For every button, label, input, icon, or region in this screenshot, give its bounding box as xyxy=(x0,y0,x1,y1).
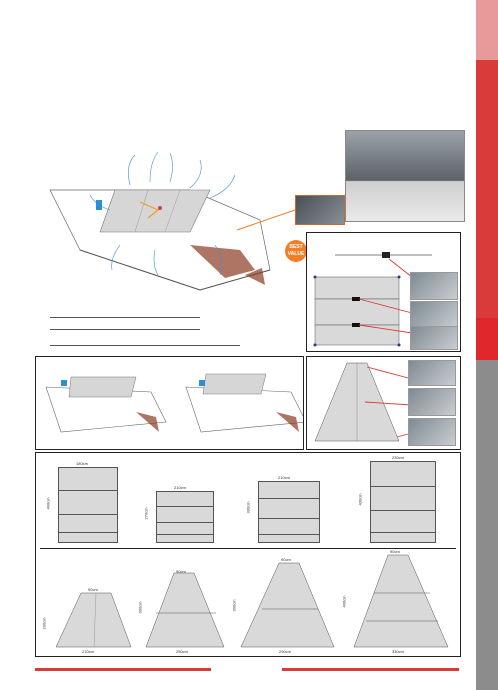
elevation-drawings xyxy=(45,373,307,433)
tapered-panel-diagram xyxy=(314,362,413,442)
bimini-size-4 xyxy=(370,461,436,543)
clip-photo-1 xyxy=(408,360,456,386)
zip-photo-3 xyxy=(410,326,458,350)
bimini-height-4: 400cm xyxy=(357,493,363,506)
footer-rule-left xyxy=(35,668,211,671)
boat-illustration xyxy=(49,151,271,291)
bimini-width-4: 230cm xyxy=(392,455,405,460)
chart-divider xyxy=(40,548,456,549)
boat-photo xyxy=(345,130,465,222)
detail-photo xyxy=(295,195,345,225)
bimini-width-1: 180cm xyxy=(76,461,89,466)
trap-height-3: 300cm xyxy=(231,599,237,612)
clip-photo-2 xyxy=(408,388,456,416)
clip-photo-3 xyxy=(408,418,456,446)
trap-top-3: 90cm xyxy=(281,557,291,562)
trap-bottom-4: 330cm xyxy=(392,649,405,654)
trap-top-1: 90cm xyxy=(88,587,98,592)
side-grey-strip xyxy=(476,360,498,690)
bimini-size-3 xyxy=(258,481,320,543)
trap-height-1: 200cm xyxy=(41,617,47,630)
trap-bottom-1: 210cm xyxy=(82,649,95,654)
bimini-height-3: 300cm xyxy=(245,501,251,514)
trap-height-2: 300cm xyxy=(137,601,143,614)
bimini-height-1: 400cm xyxy=(45,497,51,510)
trap-bottom-2: 250cm xyxy=(176,649,189,654)
trap-top-4: 90cm xyxy=(390,549,400,554)
badge-line2: VALUE xyxy=(287,251,305,257)
footer-rule-right xyxy=(282,668,459,671)
spec-table-2 xyxy=(50,334,240,346)
detail-connector xyxy=(236,209,296,231)
side-color-strip-top xyxy=(476,0,498,60)
tapered-size-drawings xyxy=(55,554,449,648)
elevation-panel xyxy=(35,356,307,450)
trap-top-2: 90cm xyxy=(176,569,186,574)
spec-table-1 xyxy=(50,306,200,330)
bimini-size-1 xyxy=(58,467,118,543)
zip-photo-1 xyxy=(410,272,458,300)
side-color-strip xyxy=(476,0,498,330)
trap-height-4: 400cm xyxy=(341,595,347,608)
zip-photo-2 xyxy=(410,301,458,329)
bimini-width-3: 210cm xyxy=(278,475,291,480)
bimini-width-2: 210cm xyxy=(174,485,187,490)
tapered-detail-panel xyxy=(306,356,461,450)
badge-line1: BEST xyxy=(289,244,303,250)
bimini-panel-diagram xyxy=(313,252,432,347)
zip-detail-panel xyxy=(306,232,461,352)
trap-bottom-3: 290cm xyxy=(279,649,292,654)
size-chart-panel: 180cm 400cm 210cm 270cm 210cm 300cm 230c… xyxy=(35,452,461,657)
section-tab[interactable] xyxy=(476,318,498,360)
bimini-height-2: 270cm xyxy=(143,507,149,520)
bimini-size-2 xyxy=(156,491,214,543)
